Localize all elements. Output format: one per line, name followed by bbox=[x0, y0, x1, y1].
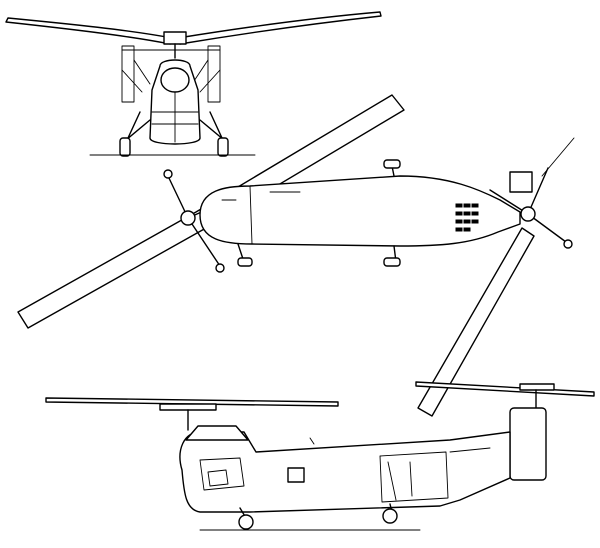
side-rear-pylon bbox=[509, 407, 547, 481]
front-wheel-left bbox=[119, 137, 131, 157]
front-lattice bbox=[121, 59, 221, 93]
front-rotor-blade-left bbox=[5, 17, 173, 45]
front-wheel-right bbox=[217, 137, 229, 157]
front-pylon-left bbox=[121, 45, 135, 103]
side-marking-line bbox=[449, 447, 491, 453]
side-view bbox=[45, 381, 595, 531]
side-wheel-front bbox=[238, 514, 254, 530]
side-front-rotor-blade bbox=[45, 397, 339, 407]
top-front-blade-tip-1 bbox=[163, 169, 173, 179]
side-cockpit-window bbox=[199, 457, 245, 491]
top-fuselage-details bbox=[221, 191, 301, 201]
top-front-rotor-hub bbox=[180, 210, 196, 226]
top-wheel-rear-right bbox=[383, 159, 401, 169]
top-wheel-rear-left bbox=[383, 257, 401, 267]
side-cabin-window bbox=[287, 467, 305, 483]
side-door-details bbox=[387, 461, 413, 501]
top-rear-rotor-blade-down bbox=[417, 227, 535, 417]
top-rear-rotor-hub bbox=[520, 206, 536, 222]
side-cockpit-pane bbox=[207, 469, 229, 487]
front-cockpit-glazing bbox=[160, 67, 190, 93]
top-rear-blade-tip bbox=[563, 239, 573, 249]
side-front-pylon bbox=[185, 425, 249, 441]
top-vent-grille bbox=[455, 203, 479, 232]
top-rear-pylon bbox=[509, 171, 533, 193]
top-rear-blade-up bbox=[541, 137, 575, 177]
top-cockpit-frame bbox=[249, 185, 253, 245]
top-front-blade-tip-2 bbox=[215, 263, 225, 273]
side-fuselage bbox=[179, 431, 511, 513]
front-view bbox=[5, 11, 382, 157]
top-fuselage bbox=[199, 175, 521, 247]
side-cargo-door bbox=[379, 451, 449, 503]
front-landing-struts bbox=[125, 111, 225, 141]
side-rear-rotor-hub bbox=[519, 383, 555, 391]
front-pylon-right bbox=[207, 45, 221, 103]
front-rotor-blade-right bbox=[177, 11, 382, 45]
front-fuselage-panels bbox=[151, 91, 199, 143]
top-view bbox=[17, 94, 575, 417]
top-wheel-front bbox=[237, 257, 253, 267]
side-antenna bbox=[309, 437, 315, 445]
side-front-rotor-hub bbox=[159, 403, 217, 411]
side-wheel-rear bbox=[382, 508, 398, 524]
front-rotor-hub bbox=[163, 31, 187, 45]
